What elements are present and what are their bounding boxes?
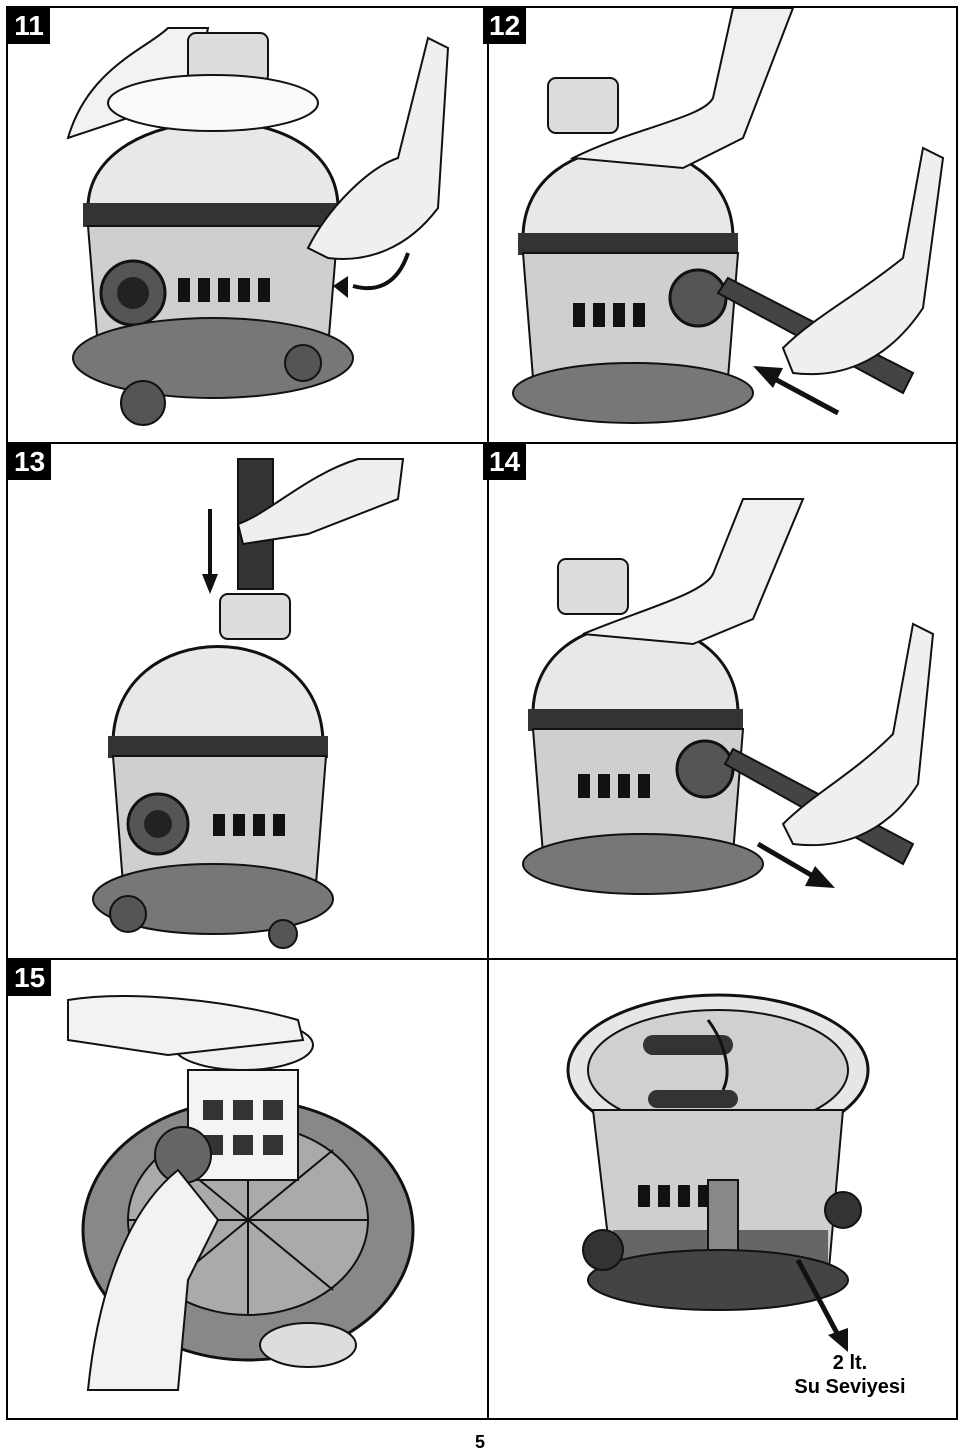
separator-filter-removal-illustration bbox=[67, 995, 415, 1391]
panel-11: 11 bbox=[8, 8, 478, 440]
panel-14: 14 bbox=[483, 444, 956, 956]
water-level-amount: 2 lt. bbox=[832, 1352, 868, 1374]
step-number: 14 bbox=[483, 444, 527, 480]
step-number: 13 bbox=[8, 444, 52, 480]
step-number: 12 bbox=[483, 8, 527, 44]
instruction-grid bbox=[6, 6, 958, 1420]
panel-13: 13 bbox=[8, 444, 478, 956]
water-level-label: Su Seviyesi bbox=[794, 1376, 906, 1398]
panel-water-level bbox=[483, 960, 956, 1418]
grid-divider-row-1 bbox=[8, 442, 956, 444]
vacuum-unlock-clamp-illustration bbox=[66, 27, 450, 426]
step-number: 11 bbox=[8, 8, 50, 44]
page-number: 5 bbox=[474, 1432, 485, 1452]
grid-divider-row-2 bbox=[8, 958, 956, 960]
panel-12: 12 bbox=[483, 8, 956, 440]
vacuum-insert-tube-top-illustration bbox=[92, 458, 405, 949]
vacuum-remove-hose-illustration bbox=[522, 498, 935, 895]
water-tank-level-illustration bbox=[566, 993, 870, 1352]
grid-divider-vertical bbox=[487, 8, 489, 1418]
step-number: 15 bbox=[8, 960, 52, 996]
panel-15: 15 bbox=[8, 960, 478, 1418]
vacuum-insert-hose-illustration bbox=[512, 8, 945, 424]
